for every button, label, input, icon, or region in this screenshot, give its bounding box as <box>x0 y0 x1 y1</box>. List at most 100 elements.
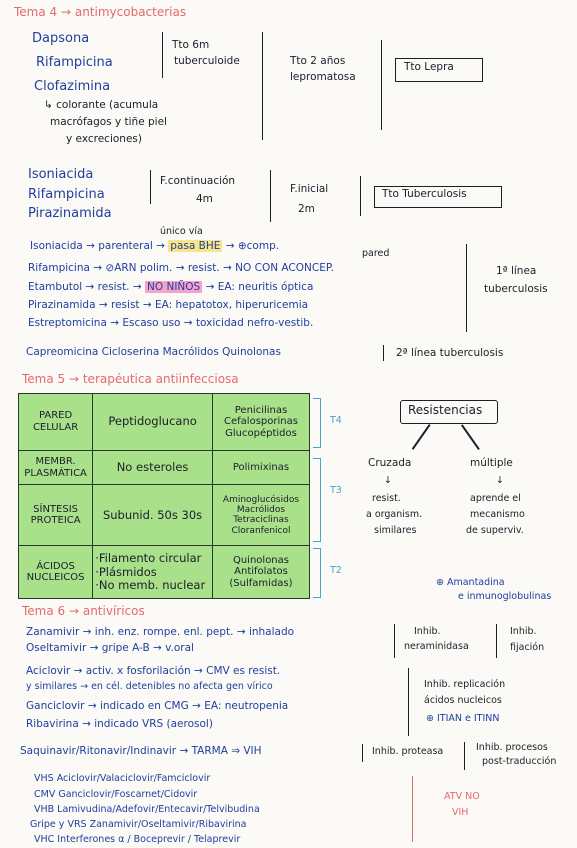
mechanism-item: ·Plásmidos <box>95 564 157 579</box>
table-row: ÁCIDOS NUCLEICOS ·Filamento circular ·Pl… <box>17 545 311 599</box>
bracket-t2 <box>313 548 321 598</box>
line-estreptomicina: Estreptomicina → Escaso uso → toxicidad … <box>28 317 314 329</box>
bracket-primera-linea <box>466 244 467 332</box>
target-cell: PARED CELULAR <box>17 393 94 451</box>
clofazimina-note-2: macrófagos y tiñe piel <box>50 116 167 128</box>
bracket-tuberculoide <box>162 32 163 78</box>
no-ninos-highlight: NO NIÑOS <box>145 281 203 293</box>
drug-item: Glucopéptidos <box>225 427 297 439</box>
inhib-neur-2: neraminidasa <box>404 641 469 652</box>
amantadina: ⊕ Amantadina <box>436 577 505 588</box>
tto-lepra-box <box>395 58 483 82</box>
inhib-fij-1: Inhib. <box>510 626 537 637</box>
atv-line-vhs: VHS Aciclovir/Valaciclovir/Famciclovir <box>34 773 211 784</box>
segunda-linea-drugs: Capreomicina Cicloserina Macrólidos Quin… <box>26 346 281 358</box>
resistencias: Resistencias <box>408 403 483 417</box>
resistencias-box <box>400 400 498 424</box>
drug-dapsona: Dapsona <box>32 31 90 46</box>
comp-text: → ⊕comp. <box>225 240 280 252</box>
unico-via: único vía <box>160 226 203 237</box>
drugs-cell: Quinolonas Antifolatos (Sulfamidas) <box>211 545 311 599</box>
inhib-rep-1: Inhib. replicación <box>424 679 506 690</box>
f-continuacion: F.continuación <box>160 175 236 187</box>
segunda-linea: 2ª línea tuberculosis <box>396 347 504 359</box>
line-ribavirina: Ribavirina → indicado VRS (aerosol) <box>26 718 213 730</box>
cruzada: Cruzada <box>368 457 412 469</box>
inhib-rep-2: ácidos nucleicos <box>424 695 502 706</box>
atv-vih: VIH <box>452 807 469 818</box>
clofazimina-note-3: y excreciones) <box>66 133 142 145</box>
bracket-t3 <box>313 458 321 542</box>
cruzada-arrow: ↓ <box>384 475 392 486</box>
mechanism-cell: Subunid. 50s 30s <box>92 484 213 547</box>
tto-2-anos: Tto 2 años <box>290 55 346 67</box>
table-row: MEMBR. PLASMÁTICA No esteroles Polimixin… <box>17 449 311 486</box>
drugs-cell: Aminoglucósidos Macrólidos Tetraciclinas… <box>211 484 311 547</box>
drug-item: Penicilinas <box>234 404 288 416</box>
tto-tuberculosis: Tto Tuberculosis <box>382 188 467 200</box>
multiple: múltiple <box>470 457 513 469</box>
drug-item: Cefalosporinas <box>224 416 298 428</box>
line-rifampicina: Rifampicina → ⊘ARN polim. → resist. → NO… <box>28 262 334 274</box>
drug-isoniacida: Isoniacida <box>28 167 94 182</box>
cruzada-desc-3: similares <box>374 525 417 536</box>
label-t3: T3 <box>330 485 342 496</box>
line-zanamivir: Zanamivir → inh. enz. rompe. enl. pept. … <box>26 626 295 638</box>
drug-item: Tetraciclinas <box>233 515 289 526</box>
drug-pirazinamida: Pirazinamida <box>28 206 112 221</box>
mechanism-cell: No esteroles <box>92 449 213 486</box>
f-inicial-2m: 2m <box>298 203 315 215</box>
drug-item: (Sulfamidas) <box>229 577 293 589</box>
mechanism-item: ·Filamento circular <box>95 551 202 566</box>
bracket-fijacion <box>496 624 497 658</box>
label-t2: T2 <box>330 565 342 576</box>
drug-rifampicina-tb: Rifampicina <box>28 187 105 202</box>
f-inicial: F.inicial <box>290 183 329 195</box>
line-similares: y similares → en cél. detenibles no afec… <box>26 681 273 692</box>
line-pirazinamida: Pirazinamida → resist → EA: hepatotox, h… <box>28 299 309 311</box>
tto-tuberculosis-box <box>374 186 502 208</box>
arrow-multiple <box>461 424 480 450</box>
inhib-fij-2: fijación <box>510 642 545 653</box>
cruzada-desc-1: resist. <box>372 493 401 504</box>
cruzada-desc-2: a organism. <box>366 509 423 520</box>
multiple-desc-1: aprende el <box>470 493 521 504</box>
drug-clofazimina: Clofazimina <box>34 79 111 94</box>
clofazimina-note-1: ↳ colorante (acumula <box>44 99 159 111</box>
inhib-neur-1: Inhib. <box>414 626 441 637</box>
multiple-desc-2: mecanismo <box>470 509 525 520</box>
drug-item: Aminoglucósidos <box>222 494 300 505</box>
mechanism-cell: ·Filamento circular ·Plásmidos ·No memb.… <box>92 545 213 599</box>
line-ganciclovir: Ganciclovir → indicado en CMG → EA: neut… <box>26 700 289 712</box>
lepromatosa: lepromatosa <box>290 71 356 83</box>
target-cell: ÁCIDOS NUCLEICOS <box>17 545 94 599</box>
target-cell: SÍNTESIS PROTEICA <box>17 484 94 547</box>
table-row: PARED CELULAR Peptidoglucano Penicilinas… <box>17 393 311 451</box>
multiple-desc-3: de superviv. <box>466 525 524 536</box>
primera-linea-tb: tuberculosis <box>484 283 548 295</box>
bracket-atv <box>412 776 413 842</box>
line-isoniacida: Isoniacida → parenteral → pasa BHE → ⊕co… <box>30 240 280 253</box>
pared-text: pared <box>362 248 390 259</box>
line-aciclovir: Aciclovir → activ. x fosforilación → CMV… <box>26 665 281 677</box>
atv-no: ATV NO <box>444 791 480 802</box>
drug-item: Quinolonas <box>232 554 289 566</box>
tuberculoide: tuberculoide <box>174 55 240 67</box>
drugs-cell: Penicilinas Cefalosporinas Glucopéptidos <box>211 393 311 451</box>
arrow-cruzada <box>412 424 431 450</box>
bracket-segunda-linea <box>383 345 384 361</box>
drugs-cell: Polimixinas <box>211 449 311 486</box>
table-row: SÍNTESIS PROTEICA Subunid. 50s 30s Amino… <box>17 484 311 547</box>
bracket-lepromatosa <box>262 32 263 140</box>
isoniacida-text: Isoniacida → parenteral → <box>30 240 165 252</box>
itian-itinn: ⊕ ITIAN e ITINN <box>426 713 500 724</box>
atv-line-gripe: Gripe y VRS Zanamivir/Oseltamivir/Ribavi… <box>30 819 247 830</box>
inhib-proteasa: Inhib. proteasa <box>372 746 444 757</box>
tema5-title: Tema 5 → terapéutica antiinfecciosa <box>22 372 239 386</box>
mechanism-cell: Peptidoglucano <box>92 393 213 451</box>
tema6-title: Tema 6 → antivíricos <box>22 604 145 618</box>
pasa-bhe-highlight: pasa BHE <box>168 240 223 252</box>
line-oseltamivir: Oseltamivir → gripe A-B → v.oral <box>26 642 194 654</box>
drug-item: Polimixinas <box>232 461 290 473</box>
etambutol-text: Etambutol → resist. → <box>28 281 142 293</box>
